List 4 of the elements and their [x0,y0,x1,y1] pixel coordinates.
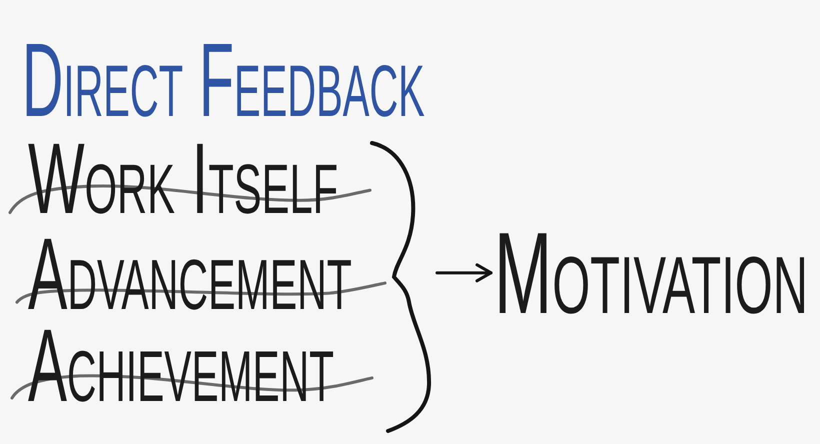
result-text: Motivation [494,224,808,322]
curly-brace [370,141,432,433]
arrow [436,263,492,282]
heading-text: Direct Feedback [22,36,425,126]
